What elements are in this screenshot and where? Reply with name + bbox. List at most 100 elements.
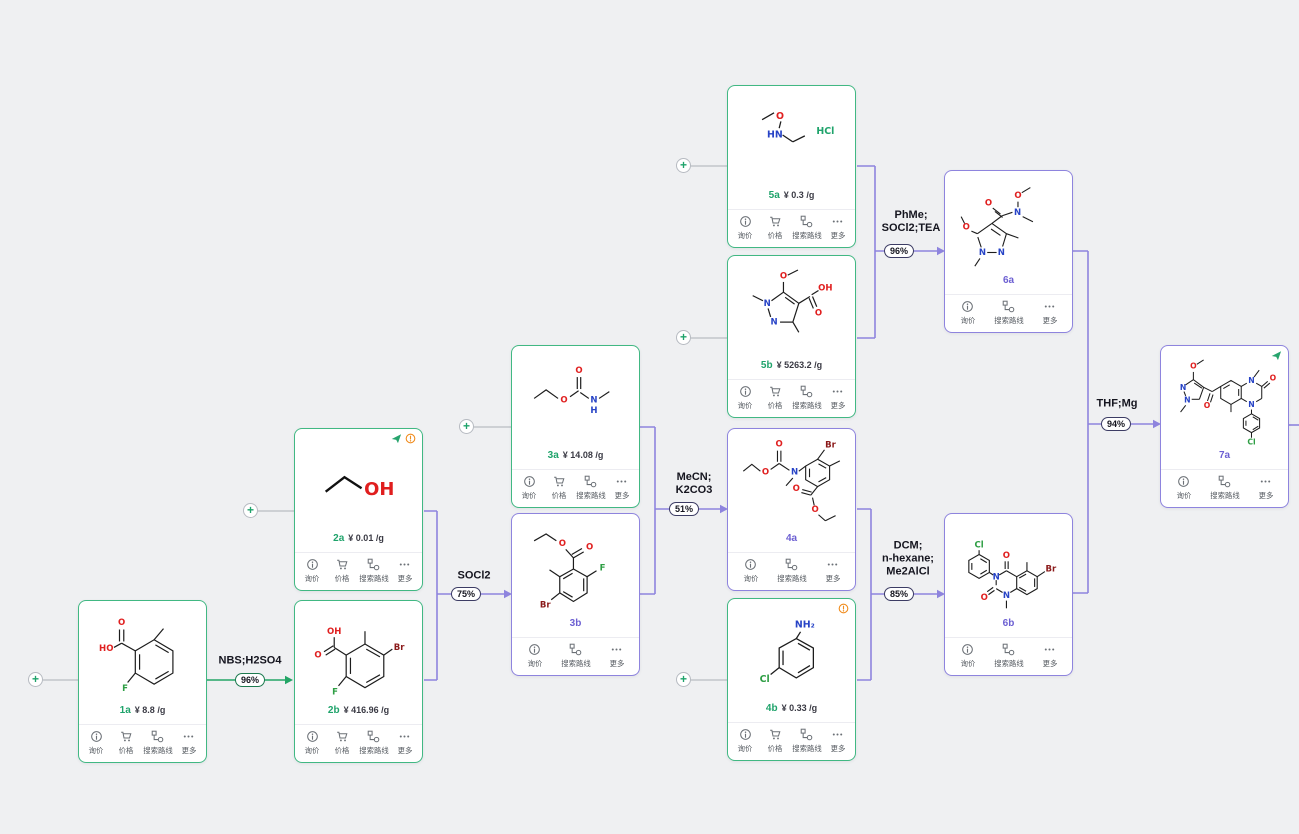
svg-text:O: O [761,468,768,478]
route-button[interactable]: 搜索路线 [1204,475,1245,501]
card-actions: 询价价格搜索路线更多 [512,469,639,507]
route-button[interactable]: 搜索路线 [771,558,812,584]
inquiry-button[interactable]: 询价 [730,215,760,241]
route-button[interactable]: 搜索路线 [988,643,1029,669]
compound-label[interactable]: 3b [569,618,582,629]
inquiry-button[interactable]: 询价 [514,643,555,669]
price-icon [769,215,782,228]
more-button[interactable]: 更多 [1245,475,1286,501]
inquiry-button[interactable]: 询价 [297,730,327,756]
route-button[interactable]: 搜索路线 [555,643,596,669]
price-button[interactable]: 价格 [760,728,790,754]
route-button[interactable]: 搜索路线 [791,215,823,241]
more-button[interactable]: 更多 [390,730,420,756]
route-button[interactable]: 搜索路线 [988,300,1029,326]
compound-label[interactable]: 1a [119,705,131,716]
more-button[interactable]: 更多 [812,558,853,584]
molecule-structure-5a: O HN HCl [732,94,851,188]
svg-text:N: N [1248,400,1254,409]
inquiry-button[interactable]: 询价 [730,558,771,584]
action-label: 搜索路线 [993,316,1024,325]
card-actions: 询价价格搜索路线更多 [728,379,855,417]
route-button[interactable]: 搜索路线 [358,558,390,584]
route-button[interactable]: 搜索路线 [791,728,823,754]
compound-label[interactable]: 7a [1218,450,1231,461]
inquiry-button[interactable]: 询价 [730,385,760,411]
inquiry-button[interactable]: 询价 [297,558,327,584]
compound-card-6a[interactable]: N N O N O O 6a 询价搜索路线更多 [944,170,1073,333]
more-button[interactable]: 更多 [596,643,637,669]
add-node-button[interactable]: + [676,158,691,173]
compound-label[interactable]: 6a [1002,275,1015,286]
add-node-button[interactable]: + [676,330,691,345]
compound-label[interactable]: 5b [760,360,773,371]
price-button[interactable]: 价格 [760,215,790,241]
price-button[interactable]: 价格 [544,475,574,501]
add-node-button[interactable]: + [676,672,691,687]
route-button[interactable]: 搜索路线 [142,730,174,756]
inquiry-button[interactable]: 询价 [81,730,111,756]
more-button[interactable]: 更多 [607,475,637,501]
inquiry-button[interactable]: 询价 [1163,475,1204,501]
molecule-svg: O O N Br O O [742,439,840,522]
route-button[interactable]: 搜索路线 [791,385,823,411]
route-button[interactable]: 搜索路线 [575,475,607,501]
compound-card-6b[interactable]: Cl N N O O Br 6b 询价搜索路线更多 [944,513,1073,676]
molecule-structure-6b: Cl N N O O Br [949,522,1068,616]
price-button[interactable]: 价格 [760,385,790,411]
compound-price: ¥ 0.3 /g [783,190,815,200]
more-button[interactable]: 更多 [823,215,853,241]
more-button[interactable]: 更多 [823,728,853,754]
inquiry-button[interactable]: 询价 [947,300,988,326]
svg-text:N: N [1013,208,1020,218]
add-node-button[interactable]: + [28,672,43,687]
condition-line: SOCl2 [457,569,491,582]
compound-card-5a[interactable]: O HN HCl 5a¥ 0.3 /g 询价价格搜索路线更多 [727,85,856,248]
compound-price: ¥ 416.96 /g [343,705,390,715]
compound-label[interactable]: 5a [768,190,780,201]
svg-text:O: O [814,308,821,318]
inquiry-icon [523,475,536,488]
more-icon [615,475,628,488]
price-button[interactable]: 价格 [327,730,357,756]
price-button[interactable]: 价格 [327,558,357,584]
add-node-button[interactable]: + [243,503,258,518]
more-icon [831,385,844,398]
route-button[interactable]: 搜索路线 [358,730,390,756]
inquiry-button[interactable]: 询价 [514,475,544,501]
compound-label[interactable]: 4b [765,703,778,714]
compound-label[interactable]: 6b [1002,618,1015,629]
more-button[interactable]: 更多 [174,730,204,756]
action-label: 搜索路线 [993,659,1024,668]
price-button[interactable]: 价格 [111,730,141,756]
add-node-button[interactable]: + [459,419,474,434]
compound-label[interactable]: 2b [327,705,340,716]
inquiry-icon [739,728,752,741]
compound-label[interactable]: 3a [547,450,559,461]
svg-text:Cl: Cl [1247,438,1255,447]
action-label: 询价 [737,231,753,240]
more-button[interactable]: 更多 [1029,643,1070,669]
compound-label[interactable]: 2a [333,533,345,544]
inquiry-button[interactable]: 询价 [947,643,988,669]
more-button[interactable]: 更多 [823,385,853,411]
action-label: 搜索路线 [1209,491,1240,500]
reaction-conditions-r6: THF;Mg [1097,398,1138,411]
molecule-structure-6a: N N O N O O [949,179,1068,273]
more-icon [610,643,623,656]
more-button[interactable]: 更多 [1029,300,1070,326]
inquiry-button[interactable]: 询价 [730,728,760,754]
compound-price: ¥ 0.01 /g [348,533,384,543]
compound-label[interactable]: 4a [785,533,798,544]
more-button[interactable]: 更多 [390,558,420,584]
compound-card-4a[interactable]: O O N Br O O 4a 询价搜索路线更多 [727,428,856,591]
